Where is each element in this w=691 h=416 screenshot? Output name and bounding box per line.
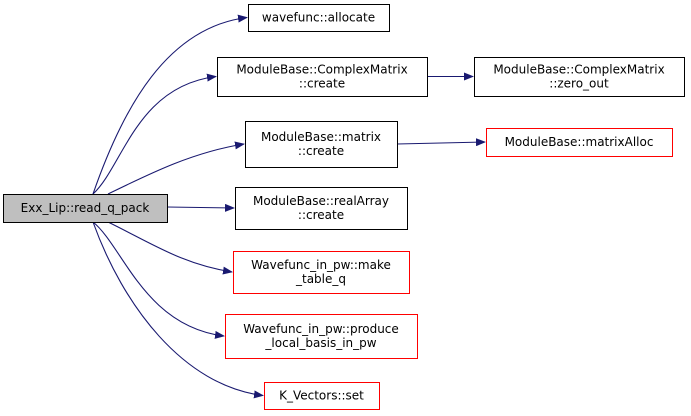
node-box <box>474 57 685 97</box>
node-label: Exx_Lip::read_q_pack <box>21 201 150 215</box>
node-box <box>245 121 398 168</box>
node-label: ModuleBase::ComplexMatrix <box>236 63 407 77</box>
node-label: wavefunc::allocate <box>262 11 375 25</box>
node-cm-zero-out[interactable]: ModuleBase::ComplexMatrix::zero_out <box>474 57 685 97</box>
node-cm-create[interactable]: ModuleBase::ComplexMatrix::create <box>217 57 428 97</box>
node-label: ::create <box>298 208 344 222</box>
node-matrix-alloc[interactable]: ModuleBase::matrixAlloc <box>486 128 673 157</box>
node-label: ModuleBase::matrix <box>261 130 381 144</box>
edge-root-to-matrix_create <box>107 141 245 195</box>
edge-root-to-allocate <box>92 14 248 195</box>
node-realarray-create[interactable]: ModuleBase::realArray::create <box>235 187 408 230</box>
node-label: _local_basis_in_pw <box>264 336 376 350</box>
edge-root-to-make_table_q <box>107 221 233 275</box>
node-kvectors-set[interactable]: K_Vectors::set <box>264 382 380 410</box>
node-label: ModuleBase::ComplexMatrix <box>493 63 664 77</box>
node-box <box>264 382 380 410</box>
node-allocate[interactable]: wavefunc::allocate <box>248 4 390 32</box>
node-label: ::create <box>299 77 345 91</box>
node-label: ::create <box>298 144 344 158</box>
node-box <box>225 314 418 359</box>
node-label: _table_q <box>295 272 346 286</box>
edge-root-to-kvectors_set <box>92 221 264 399</box>
node-box <box>248 4 390 32</box>
edges <box>92 14 486 399</box>
edge-root-to-cm_create <box>92 73 217 195</box>
node-label: ::zero_out <box>549 77 609 91</box>
node-make-table-q[interactable]: Wavefunc_in_pw::make_table_q <box>233 251 410 294</box>
node-root[interactable]: Exx_Lip::read_q_pack <box>3 194 168 223</box>
node-label: Wavefunc_in_pw::make <box>251 258 391 272</box>
node-matrix-create[interactable]: ModuleBase::matrix::create <box>245 121 398 168</box>
edge-root-to-produce_local_basis <box>92 221 225 339</box>
node-box <box>486 128 673 157</box>
node-label: ModuleBase::realArray <box>253 194 389 208</box>
node-label: K_Vectors::set <box>279 389 364 403</box>
node-box <box>3 194 168 223</box>
node-label: ModuleBase::matrixAlloc <box>505 135 654 149</box>
node-produce-local-basis[interactable]: Wavefunc_in_pw::produce_local_basis_in_p… <box>225 314 418 359</box>
node-label: Wavefunc_in_pw::produce <box>243 322 399 336</box>
edge-matrix_create-to-matrix_alloc <box>396 138 486 147</box>
node-box <box>235 187 408 230</box>
edge-root-to-realarray_create <box>166 203 235 212</box>
node-box <box>233 251 410 294</box>
node-box <box>217 57 428 97</box>
